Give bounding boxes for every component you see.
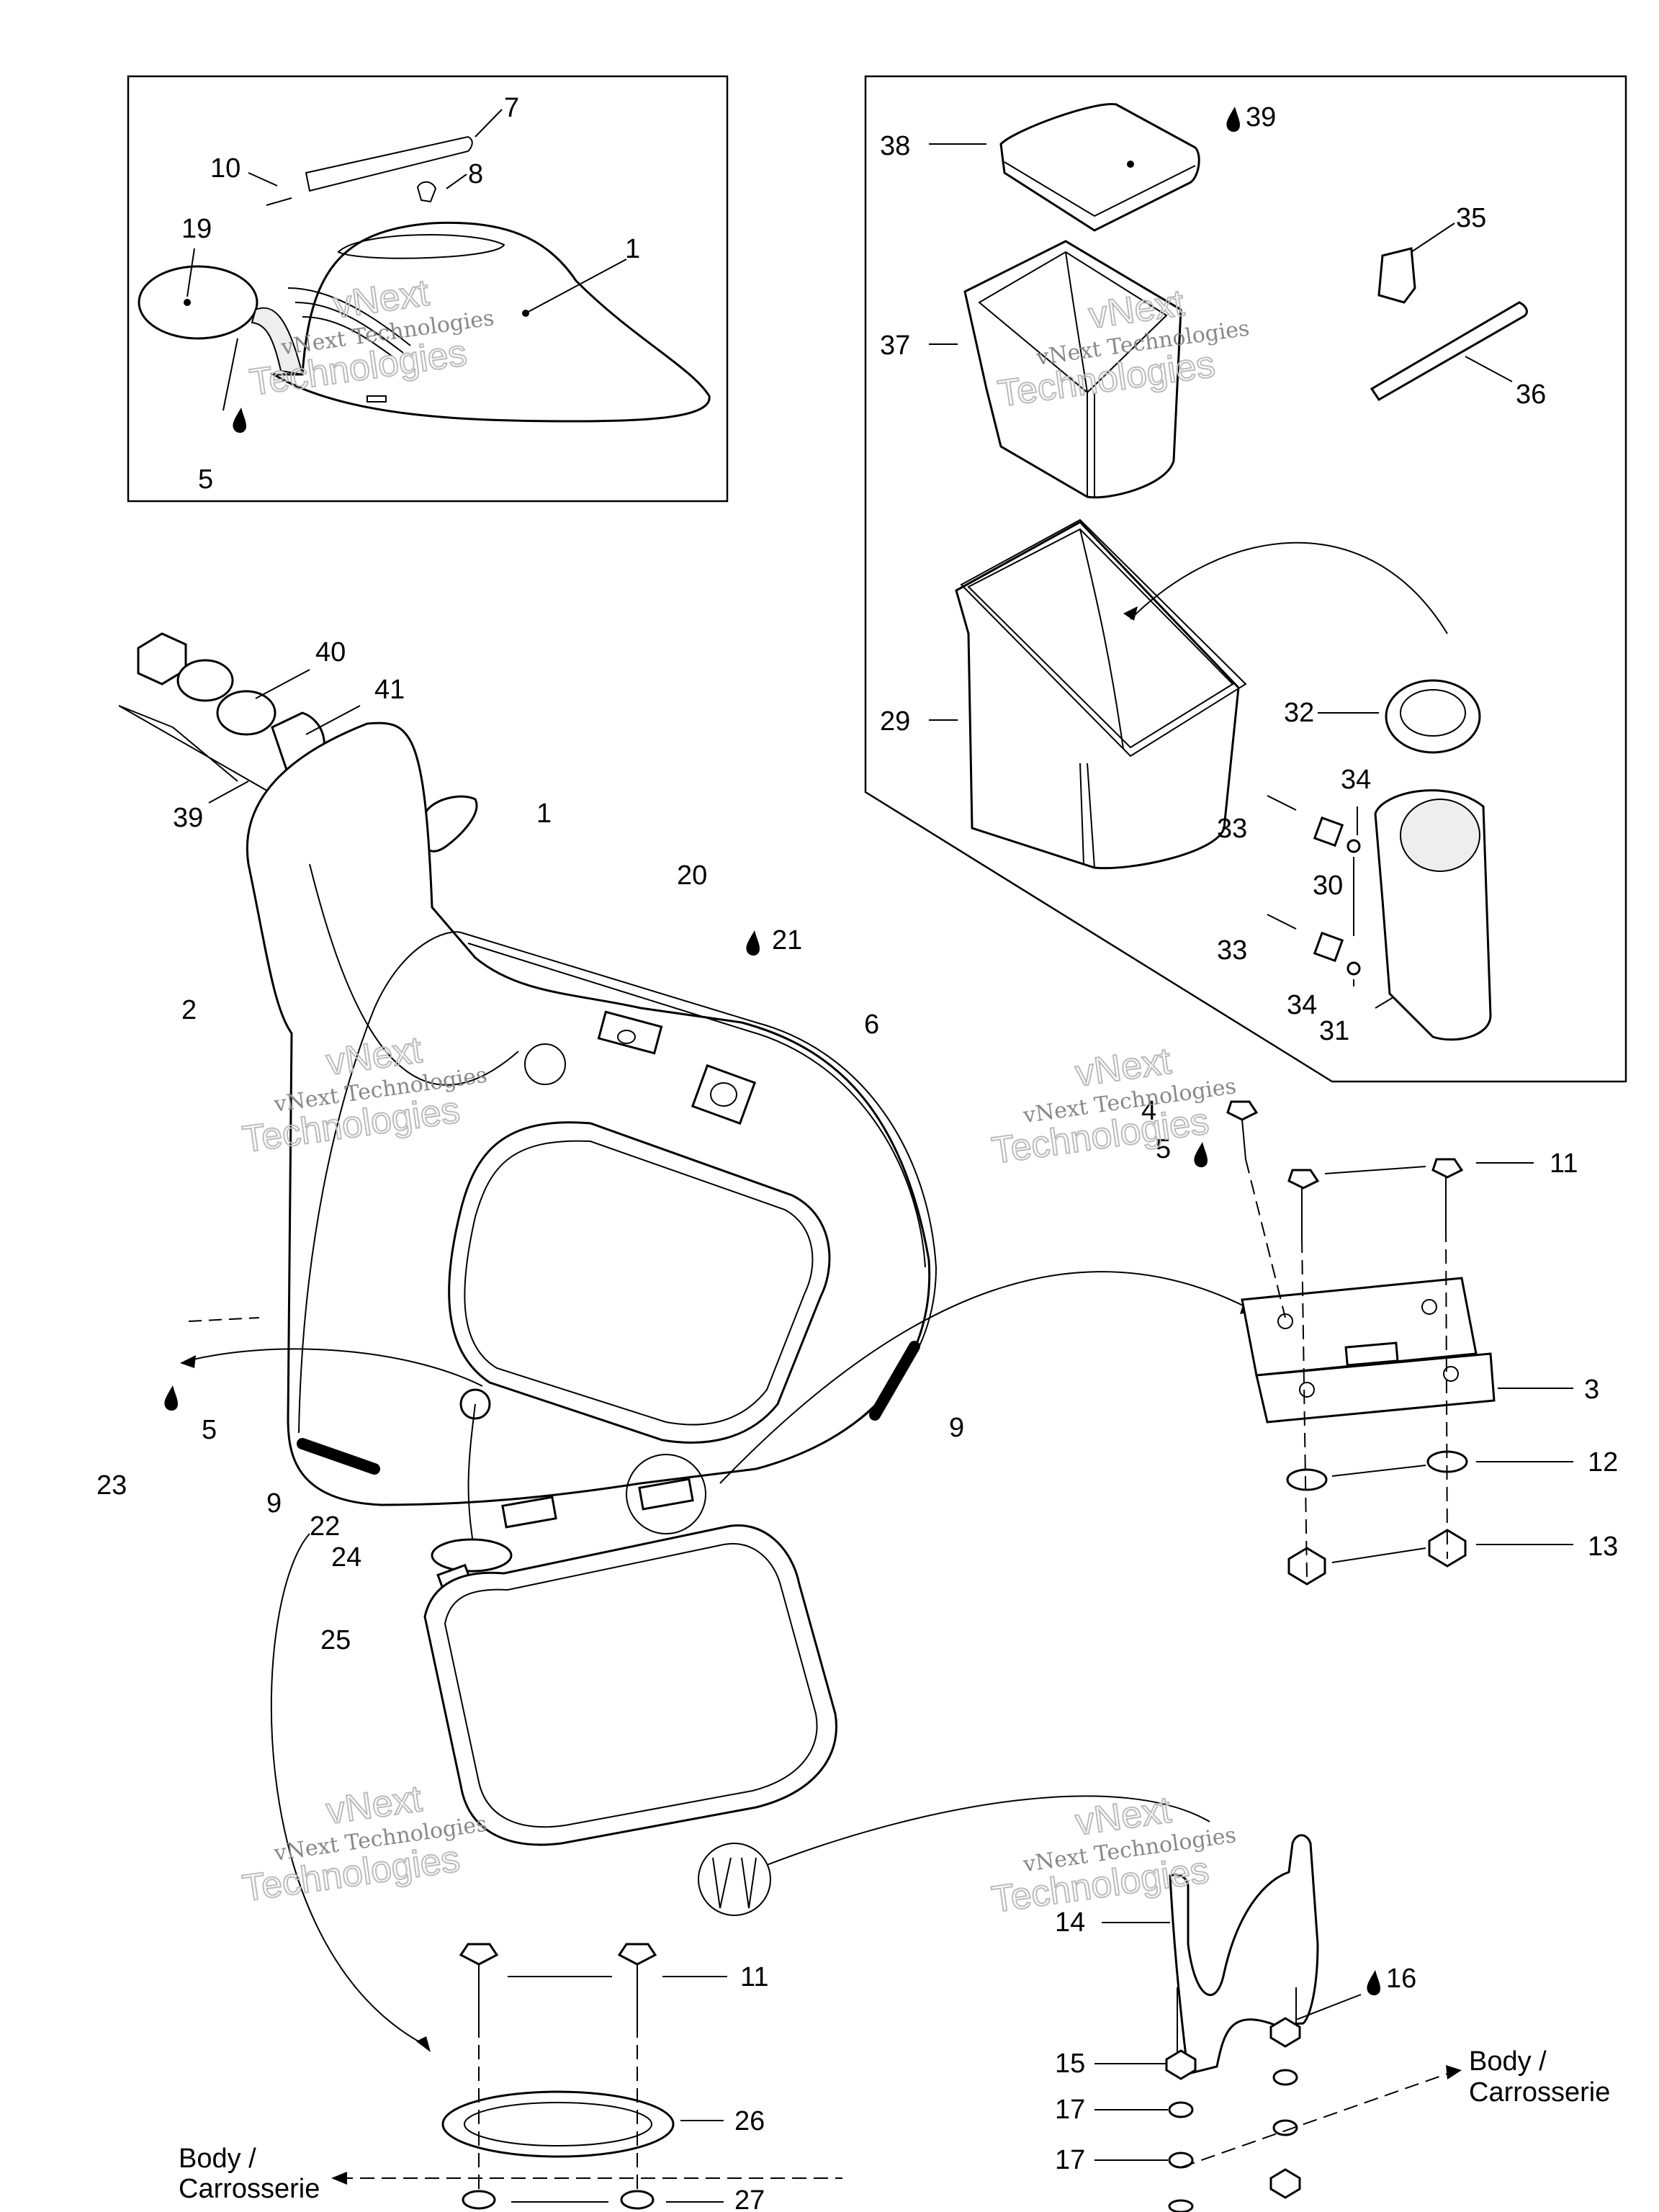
callout-35: 35	[1456, 203, 1486, 233]
callout-6: 6	[864, 1010, 879, 1040]
mounting-ring-assembly	[441, 1943, 675, 2210]
watermark-6: vNext Technologies vNext Technologies	[989, 1789, 1238, 1922]
callout-24: 24	[331, 1542, 361, 1573]
callout-10: 10	[210, 153, 240, 184]
callout-5a: 5	[198, 464, 213, 495]
callout-40: 40	[315, 637, 346, 667]
droplet-icon	[164, 107, 1380, 1996]
callout-13: 13	[1588, 1532, 1618, 1562]
callout-36: 36	[1516, 379, 1546, 410]
callout-39a: 39	[1246, 102, 1276, 132]
main-body-panel	[246, 721, 938, 1589]
callout-41: 41	[374, 675, 405, 705]
hinge-assembly	[1226, 1100, 1496, 1586]
callout-31: 31	[1319, 1016, 1349, 1046]
callout-38: 38	[880, 131, 910, 161]
callout-37: 37	[880, 331, 910, 361]
u-bolt-assembly	[1165, 1834, 1319, 2212]
storage-bin-assembly	[955, 103, 1528, 1041]
body-label-left-2: Carrosserie	[179, 2174, 320, 2204]
callout-4: 4	[1141, 1096, 1156, 1126]
callout-17a: 17	[1055, 2095, 1085, 2125]
body-label-right-1: Body /	[1469, 2046, 1547, 2077]
body-label-right-2: Carrosserie	[1469, 2077, 1610, 2108]
callout-21: 21	[772, 925, 802, 956]
watermark-1: vNext Technologies vNext Technologies	[246, 271, 495, 405]
callout-11b: 11	[740, 1962, 768, 1992]
callout-26: 26	[734, 2106, 765, 2136]
callout-17b: 17	[1055, 2145, 1085, 2175]
callout-22: 22	[310, 1511, 340, 1542]
body-label-left-1: Body /	[179, 2144, 256, 2174]
callout-25: 25	[320, 1625, 351, 1655]
callout-34b: 34	[1287, 990, 1317, 1020]
callout-33a: 33	[1217, 814, 1247, 844]
callout-32: 32	[1284, 698, 1314, 728]
callout-5c: 5	[202, 1415, 217, 1445]
compartment-cover-assembly	[138, 135, 711, 423]
callout-19: 19	[181, 214, 212, 244]
callout-27: 27	[734, 2185, 765, 2212]
callout-29: 29	[880, 706, 910, 737]
callout-3: 3	[1584, 1375, 1599, 1405]
callout-1b: 1	[536, 799, 552, 829]
callout-labels: 1 7 10 8 19 5 38 39 37 35 36 29 32 34 33…	[96, 93, 1618, 2212]
compartment-lid	[423, 1524, 837, 1846]
callout-11a: 11	[1550, 1148, 1578, 1179]
callout-9b: 9	[266, 1488, 282, 1519]
callout-12: 12	[1588, 1447, 1618, 1478]
callout-39b: 39	[173, 803, 203, 833]
callout-30: 30	[1313, 871, 1343, 901]
callout-14: 14	[1055, 1907, 1085, 1938]
callout-1a: 1	[625, 234, 640, 264]
watermark-5: vNext Technologies vNext Technologies	[239, 1777, 488, 1910]
callout-20: 20	[677, 860, 707, 891]
callout-15: 15	[1055, 2049, 1085, 2079]
callout-23: 23	[96, 1470, 127, 1501]
callout-33b: 33	[1217, 935, 1247, 966]
callout-7: 7	[504, 93, 519, 123]
inset-box-top-right	[864, 75, 1627, 1083]
callout-5b: 5	[1156, 1134, 1171, 1164]
callout-16: 16	[1386, 1964, 1416, 1994]
callout-34a: 34	[1341, 765, 1371, 795]
inset-box-top-left	[127, 75, 729, 503]
callout-8: 8	[468, 159, 483, 189]
callout-9a: 9	[949, 1413, 964, 1443]
callout-2: 2	[181, 995, 197, 1025]
